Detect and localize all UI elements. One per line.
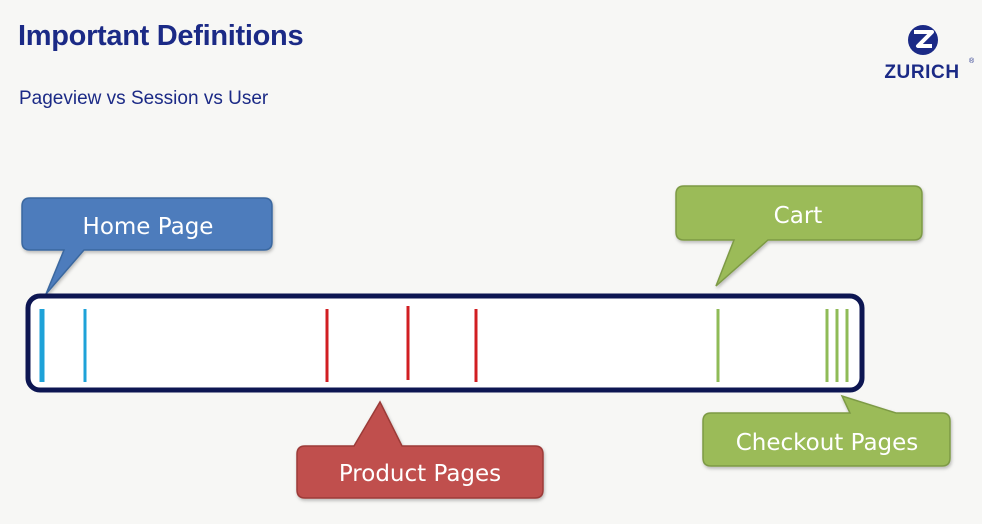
checkout-pages-label: Checkout Pages bbox=[736, 430, 919, 456]
logo-wordmark: ZURICH bbox=[884, 62, 960, 83]
logo-registered-mark: ® bbox=[969, 58, 975, 65]
cart-label: Cart bbox=[774, 203, 823, 229]
cart-callout-shape bbox=[675, 185, 923, 287]
product-pages-label: Product Pages bbox=[339, 461, 501, 487]
product-pages-callout-shape bbox=[296, 400, 544, 499]
home-page-callout: Home Page bbox=[21, 197, 273, 295]
home-page-callout-shape bbox=[21, 197, 273, 295]
product-pages-callout: Product Pages bbox=[296, 400, 544, 499]
home-page-label: Home Page bbox=[83, 214, 214, 240]
checkout-pages-callout: Checkout Pages bbox=[702, 394, 951, 467]
slide-title: Important Definitions bbox=[18, 20, 304, 52]
checkout-pages-callout-shape bbox=[702, 394, 951, 467]
slide-subtitle: Pageview vs Session vs User bbox=[19, 88, 269, 109]
zurich-logo: ZURICH ® bbox=[874, 24, 978, 86]
zurich-z-emblem-icon bbox=[908, 25, 938, 55]
cart-callout: Cart bbox=[675, 185, 923, 287]
pageview-marks bbox=[39, 306, 849, 382]
session-bar bbox=[25, 293, 865, 393]
